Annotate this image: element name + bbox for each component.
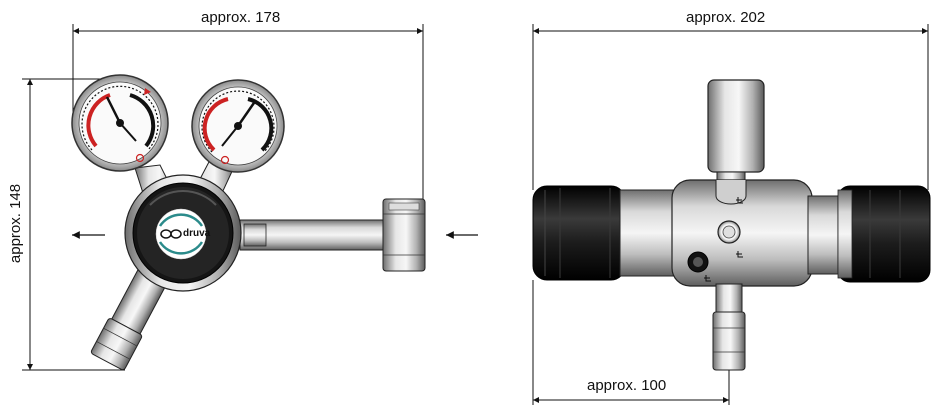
inlet-connector-side [807, 185, 931, 283]
dimension-lines-left [22, 24, 424, 371]
inlet-nut [382, 198, 426, 272]
brand-logo [155, 208, 207, 260]
width-dimension-label: approx. 178 [199, 9, 283, 26]
high-pressure-gauge [71, 74, 169, 172]
adjustment-knob [532, 185, 626, 281]
regulator-body-side [671, 179, 813, 287]
height-dimension-label: approx. 148 [7, 181, 25, 266]
outlet-fitting-side [712, 283, 746, 371]
low-pressure-gauge [191, 79, 285, 173]
inlet-pipe [239, 219, 389, 251]
outlet-distance-dimension-label: approx. 100 [585, 377, 669, 394]
dimension-lines-right [532, 24, 929, 405]
brand-logo-text: druva [183, 228, 211, 239]
side-width-dimension-label: approx. 202 [684, 9, 768, 26]
gauge-side-view [707, 79, 765, 187]
bonnet-collar [619, 189, 681, 277]
